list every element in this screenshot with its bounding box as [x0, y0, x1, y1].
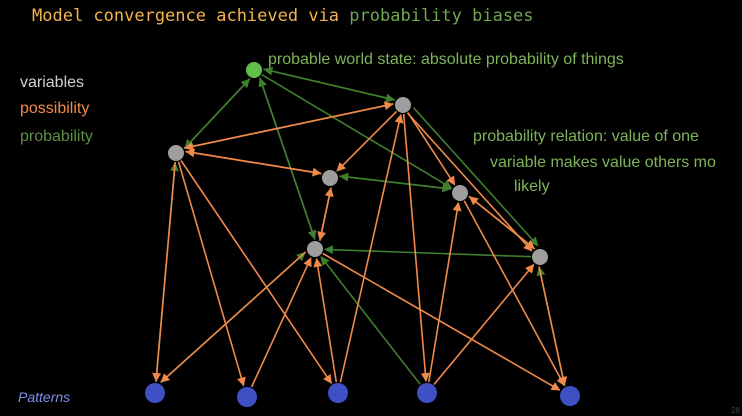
annotation-relation-line2: variable makes value others mo [490, 154, 716, 171]
possibility-edge-v3-v1 [185, 148, 322, 175]
title-highlight: probability biases [349, 6, 534, 26]
page-number: 28 [731, 406, 740, 415]
variable-node-v6 [532, 249, 548, 265]
pattern-node-p2 [237, 387, 257, 407]
possibility-edge-v6-p5 [538, 266, 568, 386]
probability-edge-v2-v6 [412, 107, 539, 247]
possibility-edge-v2-v1 [184, 103, 394, 151]
annotation-world-state: probable world state: absolute probabili… [268, 51, 624, 68]
variable-node-v4 [452, 185, 468, 201]
world-state-node [246, 62, 262, 78]
possibility-edge-p3-v5 [313, 257, 338, 383]
variable-node-v1 [168, 145, 184, 161]
variable-node-v5 [307, 241, 323, 257]
possibility-edge-v2-p4 [402, 113, 430, 382]
probability-edge-v2-w [263, 66, 396, 101]
pattern-node-p5 [560, 386, 580, 406]
legend-variables: variables [20, 74, 85, 91]
node-layer [145, 62, 580, 407]
possibility-edge-v5-p5 [322, 252, 561, 391]
possibility-edge-v1-p1 [152, 161, 176, 382]
annotation-relation-line1: probability relation: value of one [473, 128, 699, 145]
possibility-edge-v2-v3 [336, 110, 398, 172]
pattern-node-p3 [328, 383, 348, 403]
probability-edge-v1-w [183, 78, 250, 150]
possibility-edge-v2-v6 [406, 112, 533, 252]
probability-edge-v4-v3 [339, 172, 452, 190]
annotation-relation-line3: likely [514, 178, 550, 195]
possibility-edge-v5-p1 [160, 251, 307, 383]
possibility-edge-p4-v4 [428, 201, 462, 383]
possibility-edge-v5-v3 [319, 187, 334, 241]
probability-edge-v5-w [258, 77, 316, 240]
legend-possibility: possibility [20, 100, 90, 117]
legend-probability: probability [20, 128, 93, 145]
title-prefix: Model convergence achieved via [32, 6, 340, 26]
probability-edge-p4-v5 [320, 256, 421, 385]
possibility-edge-v1-p3 [180, 160, 332, 384]
variable-node-v2 [395, 97, 411, 113]
possibility-edge-p4-v6 [433, 263, 535, 386]
pattern-node-p1 [145, 383, 165, 403]
patterns-label: Patterns [18, 389, 71, 405]
probability-edge-v6-v5 [324, 245, 532, 258]
possibility-edge-v6-v4 [468, 196, 536, 250]
probability-edge-w-v4 [261, 73, 453, 189]
edge-layer [152, 66, 568, 391]
possibility-edge-p2-v5 [250, 257, 312, 388]
variable-node-v3 [322, 170, 338, 186]
possibility-edge-v4-p5 [463, 200, 566, 387]
slide-title: Model convergence achieved via probabili… [32, 6, 534, 26]
possibility-edge-v2-v4 [407, 112, 456, 186]
possibility-edge-p3-v2 [339, 113, 404, 383]
possibility-edge-v1-p2 [177, 161, 246, 387]
pattern-node-p4 [417, 383, 437, 403]
